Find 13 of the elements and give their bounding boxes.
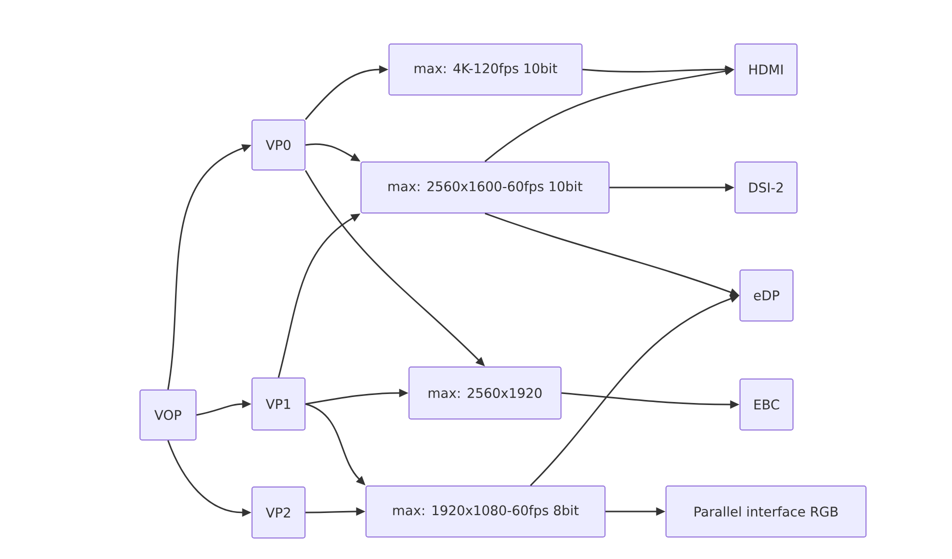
flow-box: max: 1920x1080-60fps 8bit	[366, 486, 606, 538]
flow-box: HDMI	[734, 44, 798, 96]
flow-box: max: 2560x1600-60fps 10bit	[360, 162, 610, 214]
flow-box: EBC	[740, 378, 794, 430]
flow-box: DSI-2	[734, 162, 798, 214]
flow-box: VP0	[252, 120, 306, 170]
flow-box: max: 2560x1920	[408, 366, 562, 420]
flow-box: max: 4K-120fps 10bit	[388, 44, 582, 96]
flow-box: Parallel interface RGB	[666, 486, 866, 538]
flow-box: VOP	[140, 390, 196, 440]
flow-box: VP1	[252, 378, 306, 430]
flow-box: VP2	[252, 486, 306, 538]
flow-box: eDP	[740, 270, 794, 322]
